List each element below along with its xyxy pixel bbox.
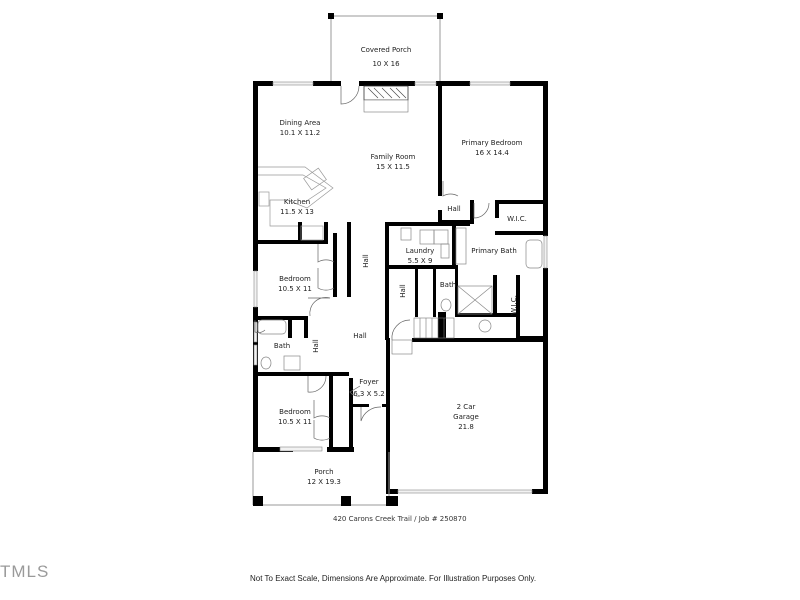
room-name: W.I.C. (510, 295, 518, 315)
room-dims: 10.5 X 11 (278, 285, 312, 293)
door-swings (254, 85, 490, 441)
room-label-wic-lower: W.I.C. (509, 290, 519, 320)
room-label-garage: 2 Car Garage 21.8 (446, 402, 486, 432)
room-label-laundry: Laundry 5.5 X 9 (398, 246, 442, 266)
room-label-hall-primary: Hall (443, 204, 465, 214)
room-label-family-room: Family Room 15 X 11.5 (362, 152, 424, 172)
room-label-covered-porch: Covered Porch 10 X 16 (352, 45, 420, 69)
room-name: Family Room (370, 153, 416, 161)
primary-bath-fixtures (455, 227, 543, 333)
room-dims: 21.8 (458, 423, 474, 431)
laundry-appliances (400, 227, 449, 245)
address-caption: 420 Carons Creek Trail / Job # 250870 (333, 515, 467, 523)
room-label-bath: Bath (271, 341, 293, 351)
room-label-bedroom-2: Bedroom 10.5 X 11 (268, 407, 322, 427)
room-name: Covered Porch (360, 46, 412, 54)
disclaimer-text: Not To Exact Scale, Dimensions Are Appro… (250, 574, 537, 583)
room-name: Laundry (405, 247, 435, 255)
windows (253, 81, 548, 494)
room-name: Hall (362, 254, 370, 268)
room-label-dining-area: Dining Area 10.1 X 11.2 (270, 118, 330, 138)
room-name: Primary Bedroom (461, 139, 523, 147)
room-label-primary-bedroom: Primary Bedroom 16 X 14.4 (455, 138, 529, 158)
room-label-bath-primary-wc: Bath (437, 280, 459, 290)
fireplace (363, 85, 409, 113)
room-label-kitchen: Kitchen 11.5 X 13 (270, 197, 324, 217)
room-name-line1: 2 Car (456, 403, 476, 411)
porch-post (437, 13, 443, 19)
room-label-bedroom-1: Bedroom 10.5 X 11 (268, 274, 322, 294)
room-label-hall-vertical-1: Hall (361, 250, 371, 272)
room-name: Bath (439, 281, 457, 289)
room-label-porch: Porch 12 X 19.3 (300, 467, 348, 487)
room-dims: 6.3 X 5.2 (353, 390, 385, 398)
room-dims: 15 X 11.5 (376, 163, 410, 171)
room-label-primary-bath: Primary Bath (464, 246, 524, 256)
room-name-line2: Garage (453, 413, 479, 421)
room-name: Dining Area (279, 119, 321, 127)
porch-post (328, 13, 334, 19)
stairs (391, 317, 455, 355)
room-label-foyer: Foyer 6.3 X 5.2 (351, 377, 387, 399)
room-name: Porch (314, 468, 334, 476)
room-label-hall-vertical-3: Hall (311, 335, 321, 357)
exterior-walls (253, 81, 548, 494)
room-name: Foyer (359, 378, 379, 386)
tmls-logo: TMLS (0, 562, 50, 581)
room-dims: 5.5 X 9 (407, 257, 433, 265)
room-name: W.I.C. (507, 215, 527, 223)
room-name: Bedroom (279, 275, 311, 283)
room-name: Hall (312, 339, 320, 353)
room-name: Primary Bath (471, 247, 517, 255)
room-name: Kitchen (283, 198, 311, 206)
room-name: Hall (399, 284, 407, 298)
room-label-hall-vertical-2: Hall (398, 280, 408, 302)
room-name: Hall (353, 332, 367, 340)
interior-walls (253, 81, 548, 451)
room-dims: 10.1 X 11.2 (279, 129, 321, 137)
room-dims: 10 X 16 (372, 60, 400, 68)
room-label-wic-upper: W.I.C. (502, 214, 532, 224)
room-label-hall-center: Hall (349, 331, 371, 341)
room-name: Bath (273, 342, 291, 350)
room-dims: 16 X 14.4 (475, 149, 509, 157)
room-dims: 11.5 X 13 (280, 208, 314, 216)
bath-fixtures (257, 243, 452, 371)
front-porch (252, 452, 398, 506)
room-name: Bedroom (279, 408, 311, 416)
room-dims: 12 X 19.3 (307, 478, 341, 486)
room-dims: 10.5 X 11 (278, 418, 312, 426)
room-name: Hall (447, 205, 461, 213)
kitchen-counters (258, 166, 334, 241)
covered-porch-outline (330, 15, 441, 82)
